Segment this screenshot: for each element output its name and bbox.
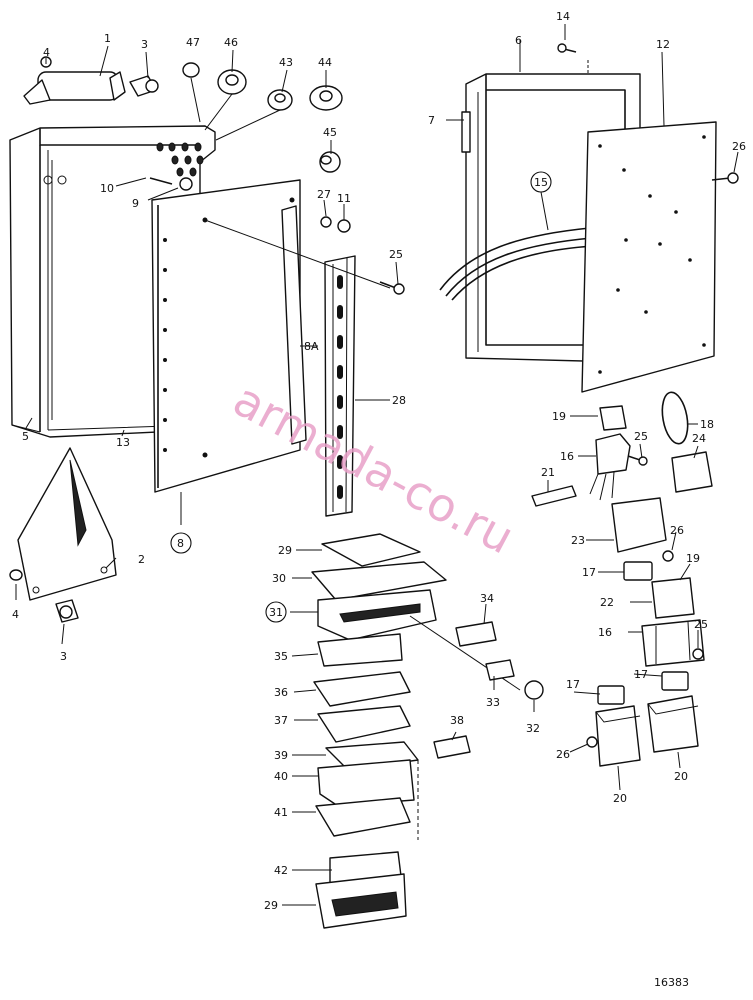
callout: 4 [12,608,19,621]
callout: 17 [634,668,648,681]
fuse-holder-17-a [623,561,653,581]
relay-20-b [647,695,699,753]
handle-part [23,56,126,105]
fuse-21 [531,485,577,507]
callout: 26 [556,748,570,761]
cover-plate [581,121,717,393]
callout: 8A [304,340,319,353]
din-rail [324,255,356,517]
callout: 20 [674,770,688,783]
relay-base-16-b [641,619,705,667]
callout: 31 [269,606,283,619]
callout: 13 [116,436,130,449]
callout: 45 [323,126,337,139]
fuse-holder-17-b [597,671,689,705]
relay-23 [611,497,667,553]
screw-axis-line [204,219,391,289]
callout: 44 [318,56,332,69]
plug-3 [55,599,79,623]
callout: 25 [694,618,708,631]
callout: 9 [132,197,139,210]
callout: 27 [317,188,331,201]
callout: 39 [274,749,288,762]
fuse-box-stack [311,533,447,929]
callout: 23 [571,534,585,547]
callout: 18 [700,418,714,431]
screw-26-top [711,172,739,184]
callout: 37 [274,714,288,727]
callout: 4 [43,46,50,59]
callout: 17 [582,566,596,579]
relay-22 [651,577,695,619]
callout: 7 [428,114,435,127]
callout: 11 [337,192,351,205]
callout: 36 [274,686,288,699]
screws-small [149,177,351,233]
callout-circle [170,532,192,554]
callout: 19 [552,410,566,423]
callout: 30 [272,572,286,585]
callout: 32 [526,722,540,735]
callout: 16 [598,626,612,639]
bracket [17,447,117,601]
drawing-number: 16383 [654,976,689,989]
callout: 10 [100,182,114,195]
relay-base-16 [589,405,648,501]
callout: 46 [224,36,238,49]
side-rail [281,205,307,445]
callout: 26 [670,524,684,537]
relay-socket-24 [671,451,713,493]
screw-26-mid [662,550,674,562]
callout: 17 [566,678,580,691]
callout: 25 [389,248,403,261]
mounting-plate [151,179,301,493]
callout-labels: 4 1 3 47 46 43 44 45 10 9 27 11 25 8A 28… [12,10,746,912]
callout: 29 [278,544,292,557]
plug-part [129,75,159,97]
screw-14 [557,43,589,74]
callout: 34 [480,592,494,605]
callout: 43 [279,56,293,69]
callout: 38 [450,714,464,727]
callout: 25 [634,430,648,443]
callout: 26 [732,140,746,153]
callout: 15 [534,176,548,189]
callout: 19 [686,552,700,565]
callout: 14 [556,10,570,23]
relay-20-a [586,705,641,767]
callout-circle [265,601,287,623]
callout: 42 [274,864,288,877]
callout: 5 [22,430,29,443]
callout: 41 [274,806,288,819]
callout: 3 [60,650,67,663]
callout: 35 [274,650,288,663]
callout: 16 [560,450,574,463]
callout: 1 [104,32,111,45]
callout: 22 [600,596,614,609]
callout: 3 [141,38,148,51]
callout: 6 [515,34,522,47]
cable-tie-18 [661,391,689,445]
callout: 20 [613,792,627,805]
leader-lines [15,24,739,906]
callout: 24 [692,432,706,445]
callout: 21 [541,466,555,479]
callout-circle [530,171,552,193]
callout: 33 [486,696,500,709]
fuse-parts [409,615,544,759]
screw-25 [379,281,405,295]
cable-harness [439,227,595,301]
callout: 40 [274,770,288,783]
washer-4 [9,569,23,581]
callout: 28 [392,394,406,407]
callout: 8 [177,537,184,550]
callout: 29 [264,899,278,912]
callout: 2 [138,553,145,566]
callout: 12 [656,38,670,51]
callout: 47 [186,36,200,49]
